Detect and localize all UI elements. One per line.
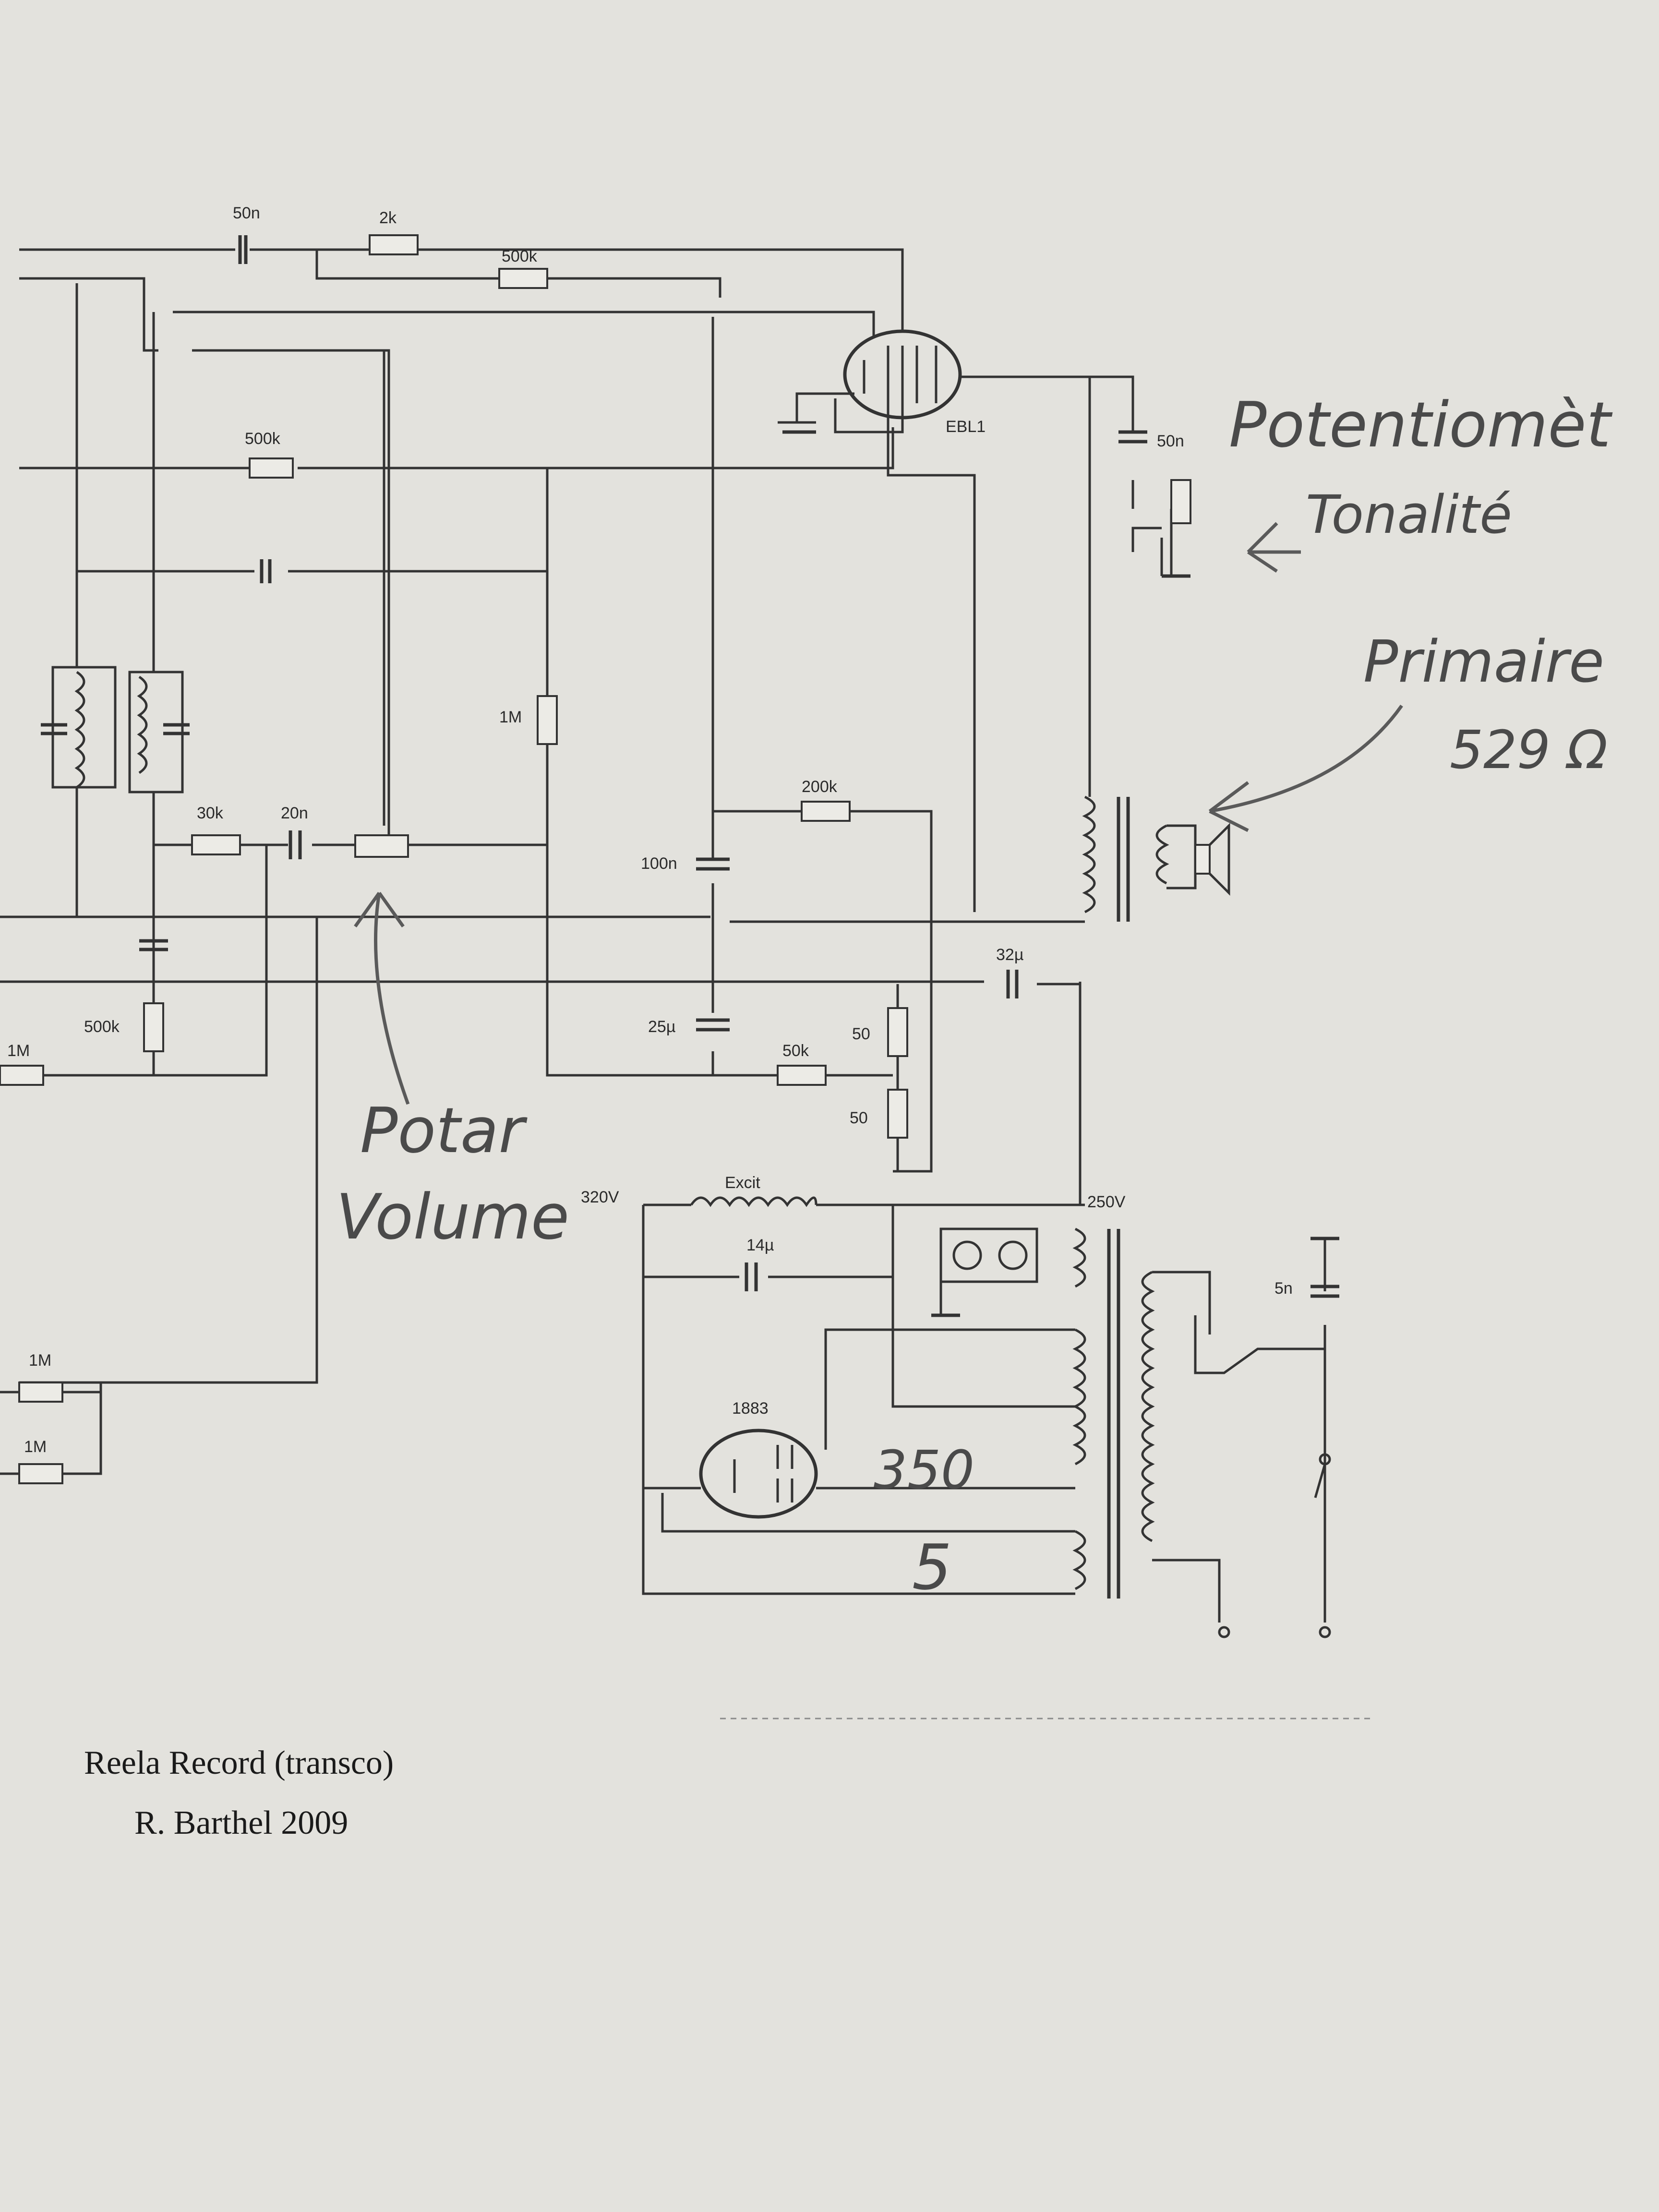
capacitor-14u: [745, 1262, 758, 1291]
label-r-500k-grid: 500k: [245, 430, 281, 448]
bottom-left-resistors: [0, 1382, 102, 1484]
note-winding-350: 350: [874, 1439, 974, 1501]
handwritten-annotations: Potentiomèt Tonalité Primaire 529 Ω Pota…: [336, 388, 1613, 1604]
capacitor-tone-50n: [1118, 430, 1147, 444]
label-r-1m-b1: 1M: [29, 1351, 51, 1370]
label-excit: Excit: [725, 1174, 760, 1192]
capacitor-32u: [1006, 970, 1019, 998]
note-tone-line2: Tonalité: [1306, 484, 1512, 545]
resistor-50a: [887, 1007, 908, 1057]
component-labels: 50n 2k 500k EBL1 50n 500k 1M 200k 100n 3…: [7, 204, 1293, 1456]
credit-author: R. Barthel 2009: [134, 1804, 348, 1841]
label-r-1m-left: 1M: [7, 1042, 30, 1060]
label-r-1m-mid: 1M: [499, 708, 522, 726]
coil-trimmers: [41, 723, 190, 735]
label-c-25u: 25µ: [648, 1018, 675, 1036]
potentiometer-volume: [354, 834, 409, 858]
credits: Reela Record (transco) R. Barthel 2009: [84, 1744, 394, 1841]
resistor-1m-mid: [537, 695, 558, 745]
label-r-50a: 50: [852, 1025, 870, 1043]
resistor-500k-top: [498, 268, 548, 289]
resistor-200k: [801, 801, 851, 822]
resistor-500k-grid: [249, 457, 294, 479]
capacitor-20n: [289, 830, 302, 859]
label-tube-ebl1: EBL1: [946, 418, 986, 436]
coil-left-2: [137, 675, 148, 774]
pilot-lamps: [952, 1240, 1028, 1270]
output-transformer: [1082, 795, 1169, 922]
capacitor-top-50n: [238, 235, 248, 264]
note-volume-line2: Volume: [336, 1180, 569, 1253]
note-volume-line1: Potar: [360, 1094, 528, 1167]
capacitor-coupling-left: [139, 939, 168, 951]
capacitor-grid: [260, 559, 272, 583]
tube-1883: [699, 1429, 818, 1519]
label-c-100n: 100n: [641, 854, 677, 873]
mains-terminals: [1218, 1626, 1331, 1638]
label-v-320: 320V: [581, 1188, 619, 1206]
capacitor-100n: [696, 857, 730, 871]
label-c-32u: 32µ: [996, 946, 1023, 964]
label-c-5n: 5n: [1274, 1279, 1293, 1298]
label-r-200k: 200k: [802, 778, 838, 796]
coil-left-1: [74, 671, 85, 789]
capacitor-25u: [696, 1018, 730, 1032]
resistor-30k: [191, 834, 241, 855]
label-r-1m-b2: 1M: [24, 1438, 47, 1456]
resistor-500k-left: [143, 1002, 164, 1052]
label-r-30k: 30k: [197, 804, 224, 822]
label-c-top: 50n: [233, 204, 260, 222]
label-r-500k-left: 500k: [84, 1018, 120, 1036]
label-c-tone: 50n: [1157, 432, 1184, 450]
resistor-1m-left: [0, 1065, 44, 1086]
arrow-tone: [1247, 522, 1301, 573]
credit-title: Reela Record (transco): [84, 1744, 394, 1781]
label-v-250: 250V: [1087, 1193, 1126, 1211]
label-c-20n: 20n: [281, 804, 308, 822]
arrow-primary: [1208, 704, 1403, 832]
speaker-icon: [1166, 822, 1230, 896]
resistor-2k: [369, 234, 419, 255]
mains-transformer: [1072, 1227, 1155, 1599]
field-coil-excit: [690, 1196, 817, 1207]
note-primary-line2: 529 Ω: [1450, 719, 1608, 781]
mains-switch: [1314, 1453, 1331, 1498]
resistor-50b: [887, 1089, 908, 1139]
potentiometer-tone: [1170, 479, 1191, 524]
note-primary-line1: Primaire: [1363, 629, 1604, 696]
tube-ebl1: [843, 329, 962, 420]
note-tone-line1: Potentiomèt: [1229, 388, 1613, 461]
capacitor-5n: [1310, 1285, 1339, 1298]
label-r-500k-top: 500k: [502, 247, 538, 265]
resistor-50k: [777, 1065, 827, 1086]
label-c-14u: 14µ: [746, 1236, 774, 1254]
label-r-50b: 50: [850, 1109, 868, 1127]
note-winding-5: 5: [912, 1531, 952, 1604]
label-tube-1883: 1883: [732, 1399, 769, 1418]
label-r-50k: 50k: [782, 1042, 809, 1060]
arrow-volume: [354, 891, 410, 1105]
components: [0, 234, 1339, 1638]
label-r-2k: 2k: [379, 209, 397, 227]
circuit-wiring: [0, 248, 1326, 1623]
